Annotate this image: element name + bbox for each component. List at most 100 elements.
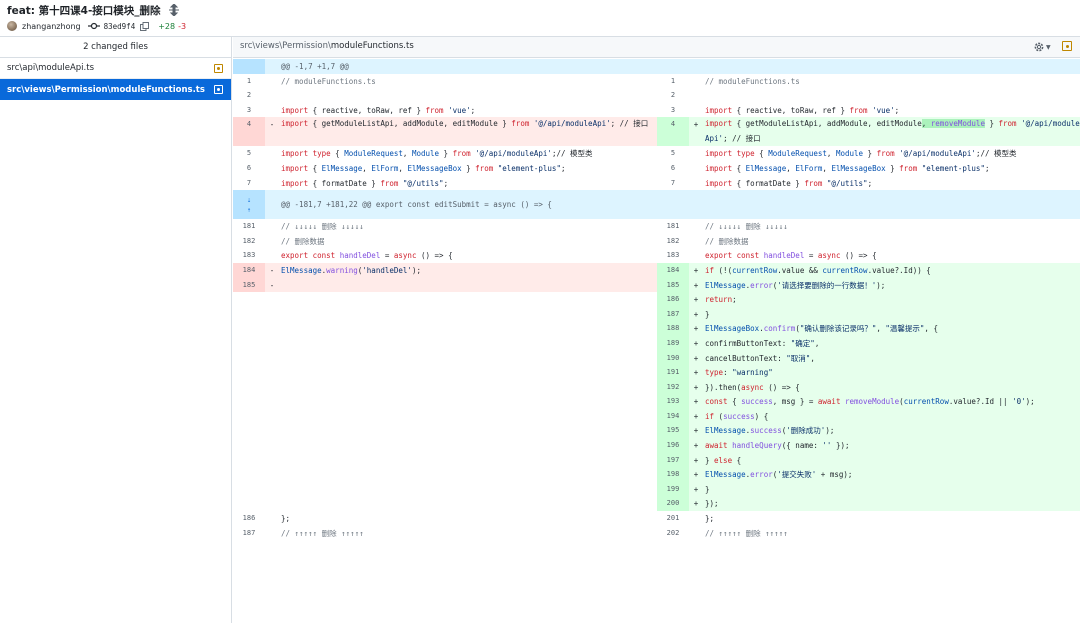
diff-line-new: 2: [657, 88, 1080, 103]
code-line: [281, 438, 657, 453]
file-item-moduleApi[interactable]: src\api\moduleApi.ts: [0, 58, 231, 79]
line-number[interactable]: 3: [246, 105, 252, 114]
line-number[interactable]: [233, 292, 265, 307]
avatar[interactable]: [7, 21, 17, 31]
code-line: // ↓↓↓↓↓ 删除 ↓↓↓↓↓: [705, 222, 788, 232]
line-number[interactable]: 4: [657, 117, 689, 147]
diff-row: 194+ if (success) {: [233, 408, 1080, 424]
line-number[interactable]: [233, 365, 265, 380]
git-commit-icon: [87, 22, 100, 30]
diff-line-new: 4+import { getModuleListApi, addModule, …: [657, 117, 1080, 147]
line-number[interactable]: [233, 379, 265, 395]
code-line: // ↑↑↑↑↑ 删除 ↑↑↑↑↑: [281, 528, 364, 538]
line-number[interactable]: 7: [246, 178, 252, 187]
copy-icon[interactable]: [140, 21, 150, 31]
line-number[interactable]: 187: [242, 528, 256, 537]
line-number[interactable]: [233, 438, 265, 453]
line-number[interactable]: [233, 306, 265, 322]
line-number[interactable]: [233, 350, 265, 366]
line-number[interactable]: 196: [657, 438, 689, 453]
code-line: // 删除数据: [281, 236, 325, 246]
line-number[interactable]: 195: [657, 423, 689, 439]
diff-line-new: 188+ ElMessageBox.confirm("确认删除该记录吗？", "…: [657, 321, 1080, 336]
diff-line-old: [233, 438, 657, 453]
line-number[interactable]: 7: [670, 178, 676, 187]
addition-marker: +: [693, 309, 699, 319]
deletions-count: -3: [178, 21, 187, 31]
line-number[interactable]: [233, 335, 265, 351]
diff-file-path[interactable]: src\views\Permission\moduleFunctions.ts: [240, 41, 414, 51]
code-line: [281, 351, 657, 366]
line-number[interactable]: [233, 452, 265, 468]
line-number[interactable]: 5: [246, 149, 252, 158]
expand-up-icon[interactable]: ⇡: [246, 205, 252, 214]
line-number[interactable]: 198: [657, 467, 689, 482]
diff-line-new: 187+ }: [657, 306, 1080, 322]
line-number[interactable]: 185: [657, 277, 689, 293]
line-number[interactable]: 190: [657, 350, 689, 366]
code-line: });: [705, 499, 719, 509]
line-number[interactable]: 184: [233, 262, 265, 278]
commit-sha[interactable]: 83ed9f4: [103, 21, 136, 31]
code-line: import { reactive, toRaw, ref } from 'vu…: [281, 105, 476, 115]
line-number[interactable]: 181: [666, 222, 680, 231]
expand-vertical-icon[interactable]: [168, 4, 180, 16]
code-line: // ↓↓↓↓↓ 删除 ↓↓↓↓↓: [281, 222, 364, 232]
diff-settings-button[interactable]: ▼: [1033, 40, 1055, 54]
code-line: ElMessage.error('请选择要删除的一行数据！');: [705, 280, 886, 290]
line-number[interactable]: [233, 423, 265, 439]
line-number[interactable]: [233, 481, 265, 497]
line-number[interactable]: 1: [670, 76, 676, 85]
file-modified-icon[interactable]: [1062, 41, 1072, 51]
line-number[interactable]: 197: [657, 452, 689, 468]
line-number[interactable]: 193: [657, 394, 689, 409]
line-number[interactable]: 182: [666, 236, 680, 245]
line-number[interactable]: [233, 394, 265, 409]
line-number[interactable]: [233, 496, 265, 512]
line-number[interactable]: 4: [233, 117, 265, 147]
file-item-moduleFunctions[interactable]: src\views\Permission\moduleFunctions.ts: [0, 79, 231, 100]
line-number[interactable]: [233, 408, 265, 424]
diff-line-old: 181 // ↓↓↓↓↓ 删除 ↓↓↓↓↓: [233, 219, 657, 234]
code-line: // ↑↑↑↑↑ 删除 ↑↑↑↑↑: [705, 528, 788, 538]
line-number[interactable]: 199: [657, 481, 689, 497]
line-number[interactable]: 6: [246, 163, 252, 172]
line-number[interactable]: 2: [246, 91, 252, 100]
line-number[interactable]: 6: [670, 163, 676, 172]
line-number[interactable]: [233, 321, 265, 336]
line-number[interactable]: 183: [242, 251, 256, 260]
line-number[interactable]: 192: [657, 379, 689, 395]
line-number[interactable]: 202: [666, 528, 680, 537]
line-number[interactable]: [233, 467, 265, 482]
line-number[interactable]: 181: [242, 222, 256, 231]
line-number[interactable]: 182: [242, 236, 256, 245]
line-number[interactable]: 191: [657, 365, 689, 380]
line-number[interactable]: 2: [670, 91, 676, 100]
line-number[interactable]: 189: [657, 335, 689, 351]
line-number[interactable]: 1: [246, 76, 252, 85]
diff-line-old: [233, 408, 657, 424]
line-number[interactable]: 5: [670, 149, 676, 158]
line-number[interactable]: 201: [666, 514, 680, 523]
line-number[interactable]: 194: [657, 408, 689, 424]
diff-line-new: 197+ } else {: [657, 452, 1080, 468]
line-number[interactable]: 183: [666, 251, 680, 260]
line-number[interactable]: 188: [657, 321, 689, 336]
line-number[interactable]: 187: [657, 306, 689, 322]
line-number[interactable]: 186: [242, 514, 256, 523]
line-number[interactable]: 3: [670, 105, 676, 114]
code-line: [281, 423, 657, 438]
line-number[interactable]: 200: [657, 496, 689, 512]
code-line: export const handleDel = async () => {: [705, 251, 877, 261]
hunk-expand-gutter: [233, 59, 265, 74]
line-number[interactable]: 186: [657, 292, 689, 307]
hunk-header-text: @@ -1,7 +1,7 @@: [281, 61, 349, 71]
commit-author[interactable]: zhanganzhong: [22, 21, 81, 31]
diff-line-new: 201};: [657, 511, 1080, 526]
line-number[interactable]: 185: [233, 277, 265, 293]
code-line: import { getModuleListApi, addModule, ed…: [281, 117, 657, 147]
expand-down-icon[interactable]: ⇣: [246, 195, 252, 204]
line-number[interactable]: 184: [657, 262, 689, 278]
